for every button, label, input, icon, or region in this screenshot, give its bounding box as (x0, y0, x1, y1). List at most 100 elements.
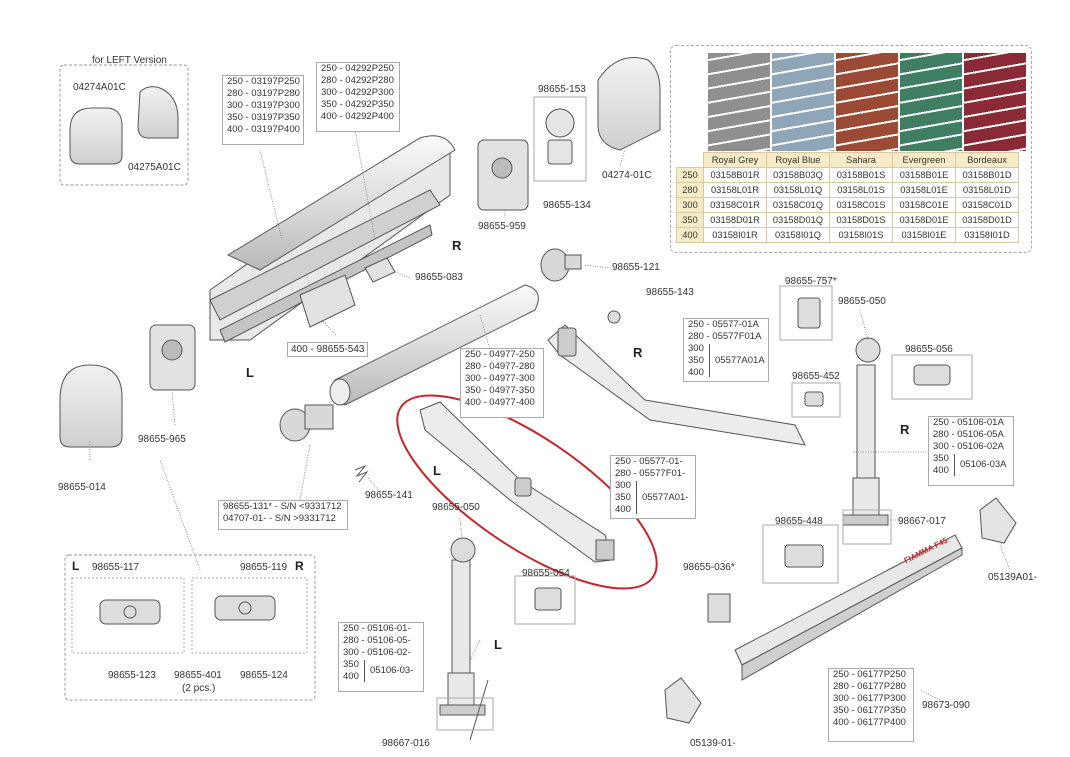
stopper-036-icon (707, 593, 731, 623)
label-98655-448: 98655-448 (775, 516, 823, 527)
left-arm-highlight (396, 394, 658, 590)
size-line: 400 (688, 367, 704, 378)
code-cell: 03158L01S (829, 182, 893, 198)
size-line: 350 (615, 492, 631, 503)
motor-adapter-icon (545, 108, 575, 165)
part-line: 280 - 04977-280 (465, 361, 535, 372)
end-cap-right-icon (597, 57, 661, 151)
code-cell: 03158C01E (892, 197, 956, 213)
part-line: 280 - 06177P280 (833, 681, 906, 692)
group-code: 05106-03- (370, 665, 414, 676)
part-line: 400 - 04977-400 (465, 397, 535, 408)
code-cell: 03158I01S (829, 227, 893, 243)
label-98655-143: 98655-143 (646, 287, 694, 298)
code-cell: 03158B01S (829, 167, 893, 183)
table-tube-04977: 250 - 04977-250 280 - 04977-280 300 - 04… (460, 348, 544, 418)
gearbox-right-icon (477, 139, 529, 211)
size-line: 400 (343, 671, 359, 682)
arm-right-icon (547, 324, 806, 446)
label-98655-119: 98655-119 (240, 562, 288, 573)
part-line: 280 - 05106-05A (933, 429, 1004, 440)
part-448-frame (762, 524, 839, 584)
part-line: 400 - 03197P400 (227, 124, 300, 135)
label-98655-121: 98655-121 (612, 262, 660, 273)
table-arm-right-05577: 250 - 05577-01A 280 - 05577F01A 300 350 … (683, 318, 769, 382)
table-arm-left-05577: 250 - 05577-01- 280 - 05577F01- 300 350 … (610, 455, 696, 519)
label-04274-01C: 04274-01C (602, 170, 652, 181)
part-line: 400 - 04292P400 (321, 111, 394, 122)
color-header: Evergreen (892, 152, 956, 168)
part-056-frame (891, 354, 973, 400)
kit-frame (64, 554, 316, 701)
screw-143-icon (607, 310, 621, 324)
label-98655-153: 98655-153 (538, 84, 586, 95)
bracket-757-icon (797, 297, 821, 329)
code-cell: 03158D01R (703, 212, 767, 228)
bracket-054-icon (534, 587, 562, 611)
size-line: 400 (615, 504, 631, 515)
part-line: 280 - 04292P280 (321, 75, 394, 86)
side-marker-r-arm: R (633, 345, 643, 360)
label-98667-017: 98667-017 (898, 516, 946, 527)
part-line: 300 - 03197P300 (227, 100, 300, 111)
part-line: 250 - 06177P250 (833, 669, 906, 680)
foot-plate-left-icon (664, 677, 702, 724)
table-leg-right-05106: 250 - 05106-01A 280 - 05106-05A 300 - 05… (928, 416, 1014, 486)
group-code: 05106-03A (960, 459, 1007, 470)
part-line: 280 - 05577F01- (615, 468, 686, 479)
gearbox-left-icon (149, 324, 196, 391)
code-cell: 03158I01D (955, 227, 1019, 243)
part-line: 350 - 04977-350 (465, 385, 535, 396)
clip-452-icon (804, 391, 824, 407)
side-marker-l-arm: L (433, 463, 441, 478)
roller-end-left-icon (279, 404, 334, 442)
side-marker-l-kit: L (72, 559, 80, 573)
swatch-bordeaux (964, 53, 1026, 151)
part-153-frame (533, 96, 587, 182)
size-cell: 350 (676, 212, 704, 228)
part-line: 98655-131* - S/N <9331712 (223, 501, 342, 512)
part-line: 250 - 03197P250 (227, 76, 300, 87)
label-98673-090: 98673-090 (922, 700, 970, 711)
spring-icon (354, 464, 369, 483)
code-cell: 03158D01E (892, 212, 956, 228)
code-cell: 03158L01R (703, 182, 767, 198)
label-left-version: for LEFT Version (92, 55, 167, 66)
swatch-royal-grey (708, 53, 770, 151)
label-98667-016: 98667-016 (382, 738, 430, 749)
side-marker-r-leg: R (900, 422, 910, 437)
label-98655-141: 98655-141 (365, 490, 413, 501)
color-table-header: Royal Grey Royal Blue Sahara Evergreen B… (676, 152, 1019, 168)
part-054-frame (514, 575, 576, 625)
kit-right-frame (191, 577, 308, 654)
color-header: Royal Grey (703, 152, 767, 168)
roller-end-icon (540, 248, 582, 282)
part-757-frame (779, 285, 833, 341)
size-line: 350 (688, 355, 704, 366)
swatch-sahara (836, 53, 898, 151)
size-cell: 250 (676, 167, 704, 183)
part-line: 350 - 06177P350 (833, 705, 906, 716)
group-code: 05577A01- (642, 492, 689, 503)
part-line: 300 - 05106-02- (343, 647, 411, 658)
part-line: 300 - 06177P300 (833, 693, 906, 704)
side-marker-l-mid: L (246, 365, 254, 380)
label-04275A01C: 04275A01C (128, 162, 181, 173)
code-cell: 03158L01Q (766, 182, 830, 198)
part-line: 400 - 06177P400 (833, 717, 906, 728)
table-roller-131: 98655-131* - S/N <9331712 04707-01- - S/… (218, 500, 348, 530)
code-cell: 03158B01R (703, 167, 767, 183)
part-line: 250 - 04977-250 (465, 349, 535, 360)
label-98655-543: 400 - 98655-543 (287, 342, 369, 357)
label-98655-959: 98655-959 (478, 221, 526, 232)
part-line: 250 - 05106-01- (343, 623, 411, 634)
part-line: 300 - 04977-300 (465, 373, 535, 384)
code-cell: 03158C01Q (766, 197, 830, 213)
part-line: 280 - 05577F01A (688, 331, 762, 342)
part-line: 250 - 05577-01A (688, 319, 759, 330)
label-98655-117: 98655-117 (92, 562, 140, 573)
